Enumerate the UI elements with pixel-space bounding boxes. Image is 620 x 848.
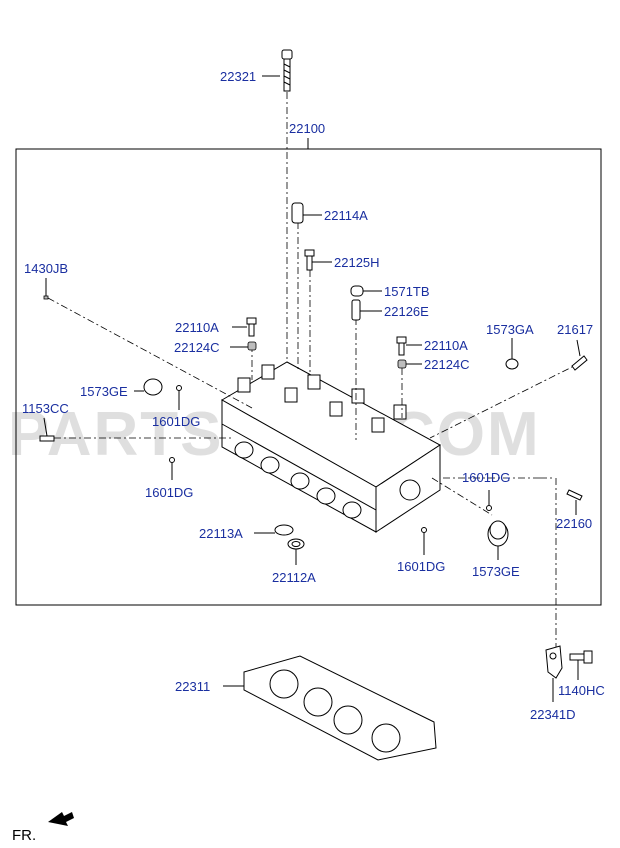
- label-1571TB[interactable]: 1571TB: [384, 284, 430, 299]
- front-direction-label: FR.: [12, 827, 36, 844]
- label-22110A-left[interactable]: 22110A: [175, 320, 219, 335]
- nail-1430JB[interactable]: [43, 278, 49, 300]
- dowel-22114A[interactable]: [291, 202, 322, 224]
- label-1601DG-d[interactable]: 1601DG: [397, 559, 445, 574]
- seal-22112A[interactable]: [287, 538, 305, 565]
- label-22160[interactable]: 22160: [556, 516, 592, 531]
- washer-22124C-left[interactable]: [230, 341, 257, 351]
- label-1601DG-c[interactable]: 1601DG: [462, 470, 510, 485]
- label-1573GE-right[interactable]: 1573GE: [472, 564, 520, 579]
- label-22125H[interactable]: 22125H: [334, 255, 380, 270]
- seal-22113A[interactable]: [254, 524, 294, 536]
- guide-22126E[interactable]: [351, 299, 382, 321]
- label-21617[interactable]: 21617: [557, 322, 593, 337]
- label-22114A[interactable]: 22114A: [324, 208, 368, 223]
- plug-1573GE-right[interactable]: [487, 520, 509, 560]
- assembly-frame: [15, 138, 602, 606]
- bolt-22110A-right[interactable]: [396, 336, 422, 356]
- plug-1573GE-left[interactable]: [134, 378, 163, 396]
- front-direction-arrow-icon: [48, 812, 74, 826]
- leader-dashes: [47, 222, 583, 648]
- plug-1601DG-d[interactable]: [421, 527, 427, 556]
- washer-22124C-right[interactable]: [397, 359, 422, 369]
- label-1573GA[interactable]: 1573GA: [486, 322, 534, 337]
- plug-1601DG-c[interactable]: [486, 490, 492, 511]
- bolt-22110A-left[interactable]: [232, 317, 257, 337]
- label-22126E[interactable]: 22126E: [384, 304, 429, 319]
- plug-1601DG-a[interactable]: [176, 385, 182, 411]
- label-22110A-right[interactable]: 22110A: [424, 338, 468, 353]
- label-22113A[interactable]: 22113A: [199, 526, 243, 541]
- plug-1571TB[interactable]: [350, 285, 382, 297]
- label-22100[interactable]: 22100: [289, 121, 325, 136]
- bolt-1140HC[interactable]: [569, 650, 593, 680]
- bracket-22341D[interactable]: [545, 645, 563, 702]
- label-1601DG-b[interactable]: 1601DG: [145, 485, 193, 500]
- label-1430JB[interactable]: 1430JB: [24, 261, 68, 276]
- head-bolt-22321[interactable]: [262, 49, 293, 380]
- plug-1573GA[interactable]: [505, 338, 519, 370]
- label-22112A[interactable]: 22112A: [272, 570, 316, 585]
- label-1573GE-left[interactable]: 1573GE: [80, 384, 128, 399]
- stud-21617[interactable]: [571, 339, 588, 371]
- bolt-22125H[interactable]: [304, 249, 332, 271]
- label-1140HC[interactable]: 1140HC: [558, 683, 605, 698]
- label-22341D[interactable]: 22341D: [530, 707, 576, 722]
- label-22321[interactable]: 22321: [220, 69, 256, 84]
- stud-1153CC[interactable]: [39, 417, 55, 442]
- cylinder-head-22100[interactable]: [220, 361, 441, 533]
- head-gasket-22311[interactable]: [223, 655, 437, 761]
- label-1601DG-a[interactable]: 1601DG: [152, 414, 200, 429]
- plug-1601DG-b[interactable]: [169, 457, 175, 481]
- label-22124C-right[interactable]: 22124C: [424, 357, 470, 372]
- label-22311[interactable]: 22311: [175, 679, 210, 694]
- label-22124C-left[interactable]: 22124C: [174, 340, 220, 355]
- stud-22160[interactable]: [566, 489, 583, 515]
- label-1153CC[interactable]: 1153CC: [22, 401, 69, 416]
